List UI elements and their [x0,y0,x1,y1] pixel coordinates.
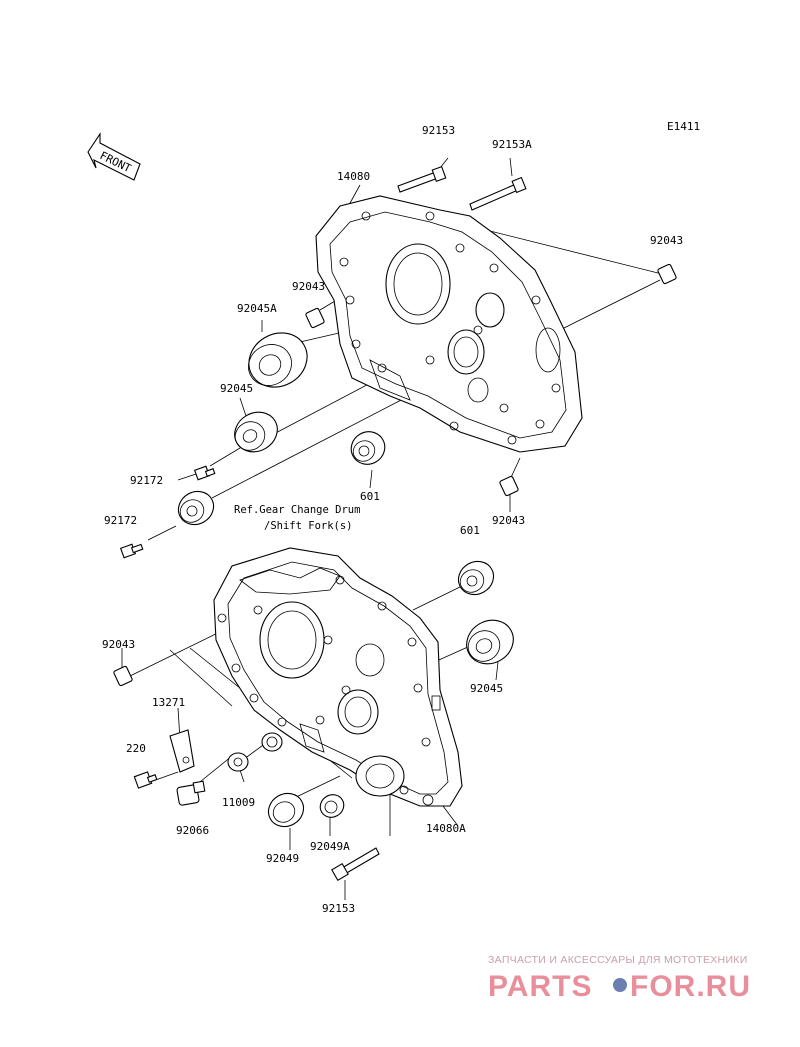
ref-note-line1: Ref.Gear Change Drum [234,504,360,516]
bearing-lower-top [457,560,495,596]
dowel-pin-92043-right [657,263,677,285]
part-label: 13271 [152,696,185,709]
bolt-92153A-upper [469,176,527,211]
part-label: 92049 [266,852,299,865]
diagram-code: E1411 [667,120,700,133]
upper-crankcase [315,195,583,453]
part-label: 14080 [337,170,370,183]
lower-crankcase [213,547,463,807]
watermark-brand-right: FOR.RU [630,970,751,1003]
watermark-tagline: ЗАПЧАСТИ И АКСЕССУАРЫ ДЛЯ МОТОТЕХНИКИ [488,954,748,966]
screw-92172-b [119,543,144,559]
part-label: 601 [460,524,480,537]
dowel-pin-92043-left [113,665,133,687]
part-label: 11009 [222,796,255,809]
front-arrow-icon: FRONT [87,132,141,181]
oil-seal-92049A [319,794,345,818]
bolt-92153-upper [397,165,447,193]
bolt-220 [133,771,158,789]
dowel-pin-92043-upper [305,307,325,329]
part-label: 14080A [426,822,466,835]
watermark-brand-left: PARTS [488,970,592,1003]
ref-note-line2: /Shift Fork(s) [264,520,353,532]
bearing-601-upper [350,431,386,465]
part-label: 92043 [102,638,135,651]
washer-11009 [227,752,249,772]
part-labels: 92153 92153A 14080 92043 92043 92045A 92… [102,124,683,915]
part-label: 92045A [237,302,277,315]
part-label: 92153A [492,138,532,151]
oil-seal-92049 [267,792,305,828]
bracket-13271 [169,729,195,773]
bearing-92045A [248,332,308,388]
part-label: 92153 [322,902,355,915]
part-label: 601 [360,490,380,503]
part-label: 92043 [650,234,683,247]
part-label: 92043 [292,280,325,293]
screw-92172-a [193,465,216,481]
watermark: ЗАПЧАСТИ И АКСЕССУАРЫ ДЛЯ МОТОТЕХНИКИ PA… [488,954,751,1003]
dowel-pin-92043-lower-right [499,475,519,497]
bearing-92045-lower [466,619,514,665]
part-label: 92043 [492,514,525,527]
bearing-92045-upper [234,411,278,453]
plug-92066 [176,780,206,806]
part-label: 92172 [130,474,163,487]
part-label: 92049A [310,840,350,853]
part-label: 220 [126,742,146,755]
bearing-601-lower [177,490,215,526]
bolt-92153-lower [331,847,380,881]
oil-seal-lower [261,732,283,752]
part-label: 92045 [220,382,253,395]
part-label: 92066 [176,824,209,837]
watermark-dot-icon [613,978,627,992]
part-label: 92153 [422,124,455,137]
part-label: 92045 [470,682,503,695]
part-label: 92172 [104,514,137,527]
